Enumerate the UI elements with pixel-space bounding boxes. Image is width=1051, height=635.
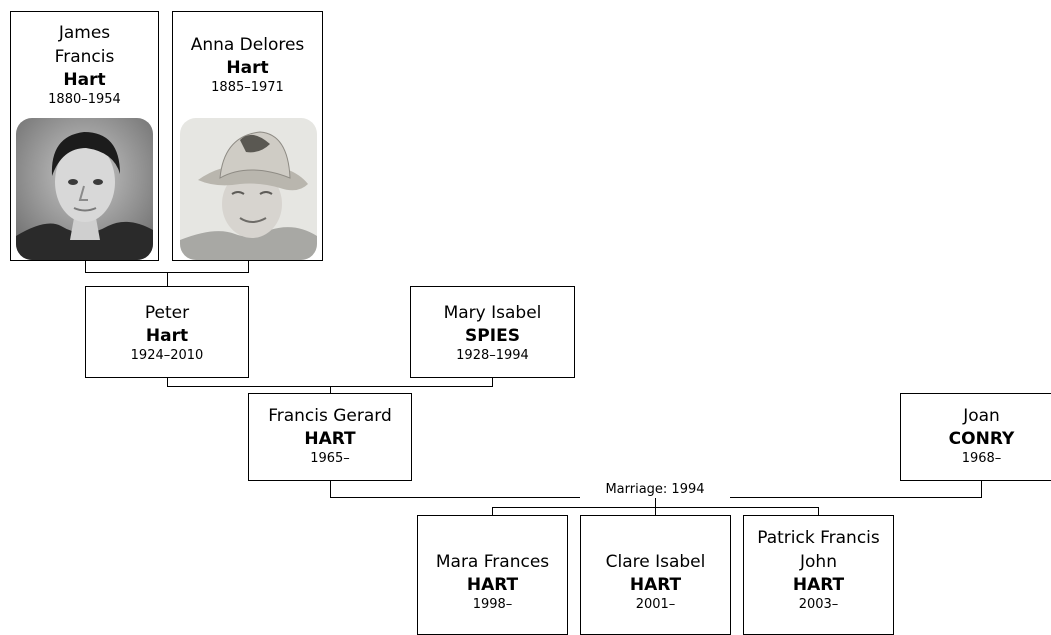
connector-line [492, 507, 493, 515]
portrait-woman-hat-photo [180, 118, 317, 260]
given-name: Mara Frances [435, 552, 550, 572]
life-dates: 1924–2010 [130, 348, 204, 363]
marriage-line [330, 480, 331, 498]
surname: Hart [145, 326, 189, 346]
person-box-mara[interactable]: Mara Frances HART 1998– [417, 515, 568, 635]
given-name: Joan [963, 406, 1000, 426]
surname: HART [792, 575, 845, 595]
marriage-label: Marriage: 1994 [580, 482, 730, 498]
life-dates: 2001– [635, 597, 676, 612]
surname: Hart [63, 70, 106, 90]
life-dates: 1998– [472, 597, 513, 612]
person-box-james[interactable]: James Francis Hart 1880–1954 [10, 11, 159, 261]
connector-line [655, 507, 656, 515]
person-box-mary[interactable]: Mary Isabel SPIES 1928–1994 [410, 286, 575, 378]
surname: HART [466, 575, 519, 595]
connector-line [248, 260, 249, 272]
life-dates: 1928–1994 [456, 348, 529, 363]
given-name: Mary Isabel [443, 303, 542, 323]
connector-line [85, 260, 86, 272]
life-dates: 2003– [798, 597, 839, 612]
person-box-patrick[interactable]: Patrick Francis John HART 2003– [743, 515, 894, 635]
person-box-peter[interactable]: Peter Hart 1924–2010 [85, 286, 249, 378]
person-box-joan[interactable]: Joan CONRY 1968– [900, 393, 1051, 481]
life-dates: 1880–1954 [48, 92, 121, 107]
surname: SPIES [465, 326, 520, 346]
connector-line [818, 507, 819, 515]
given-name: Anna Delores [190, 35, 305, 55]
connector-line [330, 386, 331, 393]
connector-line [492, 377, 493, 386]
person-box-anna[interactable]: Anna Delores Hart 1885–1971 [172, 11, 323, 261]
given-name: Clare Isabel [605, 552, 706, 572]
life-dates: 1965– [310, 451, 350, 466]
person-box-francis[interactable]: Francis Gerard HART 1965– [248, 393, 412, 481]
connector-line [655, 497, 656, 507]
given-name: Patrick Francis John [757, 528, 880, 572]
life-dates: 1968– [961, 451, 1002, 466]
surname: HART [304, 429, 356, 449]
person-box-clare[interactable]: Clare Isabel HART 2001– [580, 515, 731, 635]
surname: Hart [226, 58, 269, 78]
given-name: Francis Gerard [268, 406, 392, 426]
surname: HART [629, 575, 682, 595]
connector-line [167, 272, 168, 286]
marriage-line [981, 480, 982, 498]
given-name: James Francis [54, 23, 115, 67]
life-dates: 1885–1971 [211, 80, 284, 95]
surname: CONRY [948, 429, 1015, 449]
connector-line [167, 377, 168, 386]
given-name: Peter [144, 303, 190, 323]
portrait-man-photo [16, 118, 153, 260]
